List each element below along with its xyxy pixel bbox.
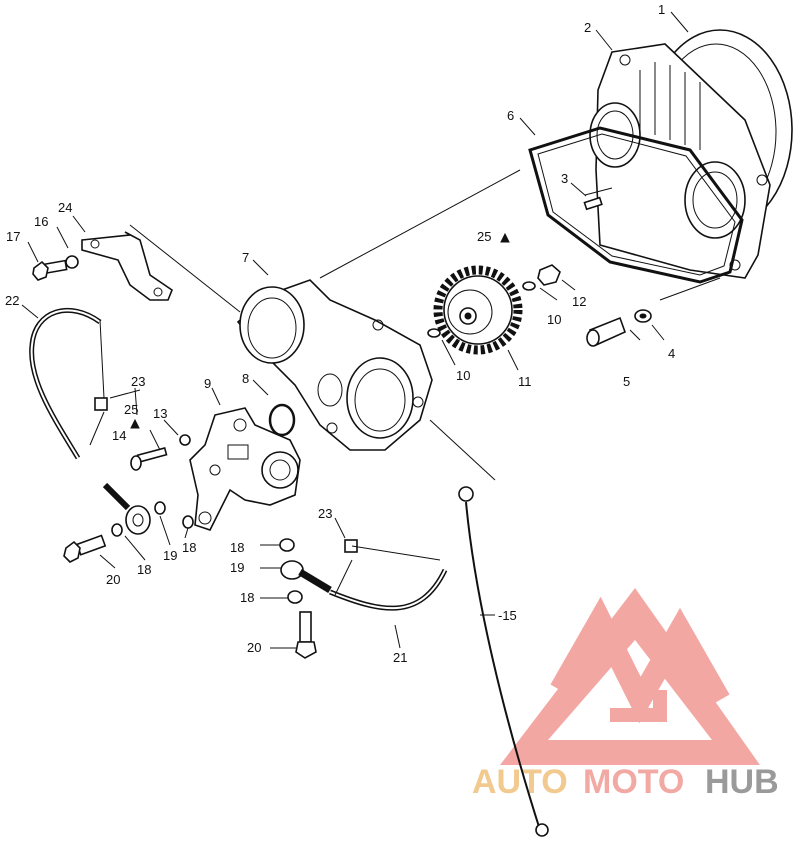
- ground-cable-15-part: [458, 486, 549, 837]
- screw-14-part: [130, 446, 168, 471]
- callout-19-b: 19: [230, 560, 244, 575]
- callout-2: 2: [584, 20, 591, 35]
- washer-18-c-part: [111, 523, 123, 537]
- banjo-fitting-19-right-part: [280, 560, 332, 594]
- callout-24: 24: [58, 200, 72, 215]
- bracket-24-part: [81, 231, 173, 301]
- callout-10-upper: 10: [547, 312, 561, 327]
- clamp-23-left-part: [94, 397, 108, 411]
- callout-6: 6: [507, 108, 514, 123]
- callout-20-a: 20: [106, 572, 120, 587]
- nut-12-part: [537, 264, 561, 286]
- hose-22-part: [29, 307, 102, 460]
- callout-14: 14: [112, 428, 126, 443]
- washer-18-d-part: [279, 538, 295, 552]
- callout-10-lower: 10: [456, 368, 470, 383]
- callout-3: 3: [561, 171, 568, 186]
- washer-10-upper-part: [522, 281, 536, 291]
- callout-16: 16: [34, 214, 48, 229]
- gasket-inner-line: [537, 133, 736, 276]
- watermark-hub-text: HUB: [705, 763, 779, 801]
- callout-19-a: 19: [163, 548, 177, 563]
- callout-8: 8: [242, 371, 249, 386]
- callout-ticks: [21, 11, 689, 649]
- watermark-logo: [500, 588, 760, 765]
- callout-1: 1: [658, 2, 665, 17]
- watermark-auto-text: AUTO: [472, 763, 568, 801]
- callout-25-a: 25: [477, 229, 491, 244]
- banjo-fitting-19-left-part: [102, 482, 151, 535]
- o-ring-8-part: [268, 403, 296, 437]
- oil-pump-body-part: [189, 407, 301, 531]
- callout-18-c: 18: [230, 540, 244, 555]
- callout-21: 21: [393, 650, 407, 665]
- callout-23-b: 23: [318, 506, 332, 521]
- washer-18-e-part: [287, 590, 303, 604]
- crankcase-cover-part: [589, 43, 771, 279]
- watermark-moto-text: MOTO: [583, 763, 684, 801]
- callout-4: 4: [668, 346, 675, 361]
- callout-20-b: 20: [247, 640, 261, 655]
- callout-25-b: 25: [124, 402, 138, 417]
- bolt-17-part: [32, 259, 68, 281]
- dowel-pin-part: [583, 196, 603, 211]
- callout-5: 5: [623, 374, 630, 389]
- sealant-drop-25-lower: [130, 418, 140, 429]
- cap-screw-part: [586, 316, 627, 347]
- banjo-bolt-20-right-part: [295, 611, 317, 659]
- leader-lines: [89, 169, 721, 596]
- gasket-loop-part: [528, 126, 744, 284]
- callout-17: 17: [6, 229, 20, 244]
- callout-13: 13: [153, 406, 167, 421]
- hose-21-part: [329, 568, 448, 611]
- callout-18-b: 18: [137, 562, 151, 577]
- callout-9: 9: [204, 376, 211, 391]
- callout-15: -15: [498, 608, 517, 623]
- banjo-bolt-20-left-part: [63, 534, 107, 563]
- washer-13-part: [179, 434, 191, 446]
- washer-4-hole: [639, 313, 647, 319]
- callout-18-d: 18: [240, 590, 254, 605]
- callout-23-a: 23: [131, 374, 145, 389]
- sealant-drop-25-upper: [500, 232, 510, 243]
- callout-7: 7: [242, 250, 249, 265]
- callout-18-a: 18: [182, 540, 196, 555]
- washer-18-b-part: [182, 515, 194, 529]
- callout-12: 12: [572, 294, 586, 309]
- clamp-23-right-part: [344, 539, 358, 553]
- oil-pump-gear-part: [433, 265, 523, 355]
- callout-11: 11: [518, 374, 532, 389]
- washer-16-part: [65, 255, 79, 269]
- washer-18-a-part: [154, 501, 166, 515]
- washer-10-lower-part: [427, 328, 441, 338]
- callout-22: 22: [5, 293, 19, 308]
- pump-housing-part: [236, 279, 433, 451]
